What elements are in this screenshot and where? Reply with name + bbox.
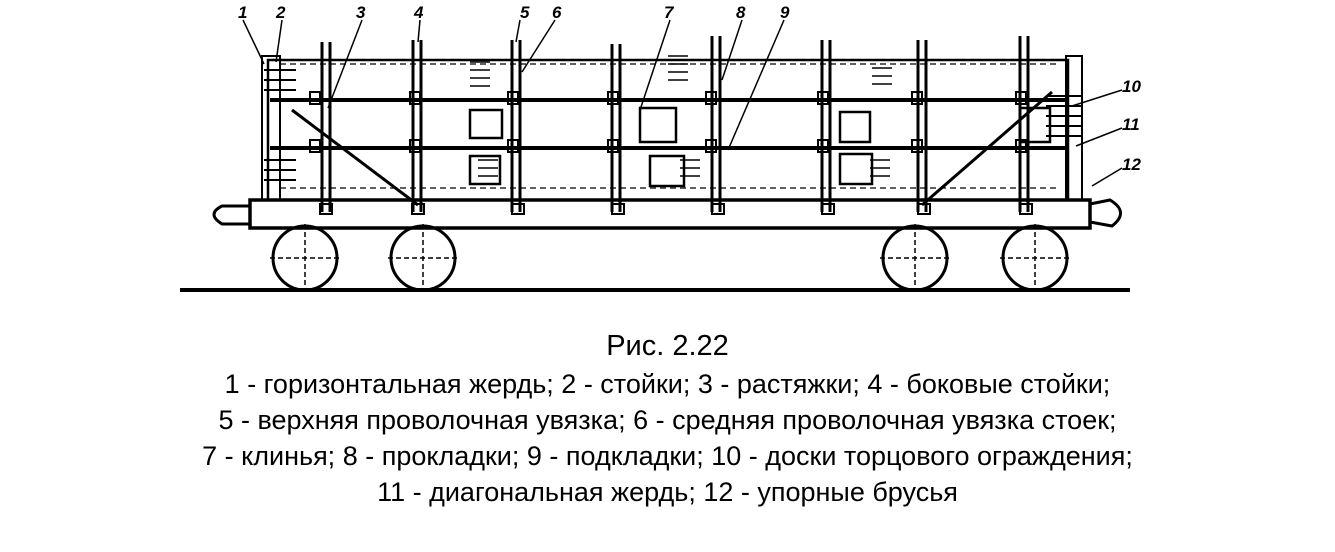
callout-7: 7 <box>664 3 675 22</box>
callout-1: 1 <box>238 3 247 22</box>
end-enclosure-left <box>261 55 296 201</box>
wheelset-left-1 <box>270 224 340 292</box>
figure-title: Рис. 2.22 <box>606 330 729 362</box>
wheelset-left-2 <box>388 224 458 292</box>
wheelset-right-2 <box>1000 224 1070 292</box>
caption-line-3: 7 - клинья; 8 - прокладки; 9 - подкладки… <box>202 441 1133 471</box>
diagonal-brace-left <box>291 108 419 207</box>
callout-4: 4 <box>413 3 424 22</box>
leader-lines <box>242 19 1123 187</box>
callout-12: 12 <box>1122 155 1141 174</box>
log-load <box>266 58 1070 202</box>
callout-6: 6 <box>552 3 562 22</box>
railcar-drawing: 1 2 3 4 5 6 7 8 9 10 11 12 <box>180 3 1141 292</box>
coupler-right <box>1089 198 1122 228</box>
callout-11: 11 <box>1122 115 1140 134</box>
figure-caption: Рис. 2.22 1 - горизонтальная жердь; 2 - … <box>0 328 1335 510</box>
caption-line-2: 5 - верхняя проволочная увязка; 6 - сред… <box>218 405 1117 435</box>
callout-9: 9 <box>780 3 790 22</box>
callout-8: 8 <box>736 3 746 22</box>
caption-line-1: 1 - горизонтальная жердь; 2 - стойки; 3 … <box>224 369 1111 399</box>
caption-line-4: 11 - диагональная жердь; 12 - упорные бр… <box>377 477 958 507</box>
end-enclosure-right <box>1046 55 1083 201</box>
callout-2: 2 <box>275 3 286 22</box>
callout-5: 5 <box>520 3 530 22</box>
wheelset-right-1 <box>880 224 950 292</box>
callout-3: 3 <box>356 3 366 22</box>
diagonal-brace-right <box>921 90 1053 207</box>
callout-labels: 1 2 3 4 5 6 7 8 9 10 11 12 <box>238 3 1141 174</box>
callout-10: 10 <box>1122 77 1141 96</box>
coupler-left <box>212 204 250 226</box>
stake-clamps <box>309 91 1033 215</box>
stakes <box>320 36 1030 212</box>
car-frame <box>248 198 1092 230</box>
wedges <box>470 55 892 177</box>
